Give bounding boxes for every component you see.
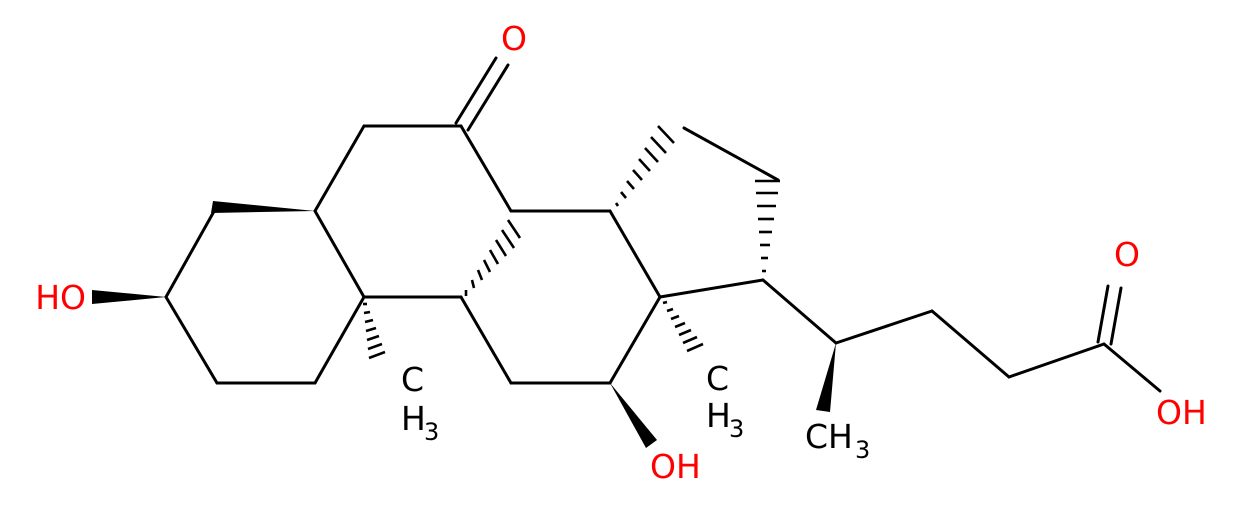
bond-c24-oh xyxy=(1102,342,1162,393)
skeleton-bonds xyxy=(164,56,1162,393)
bond-c13-c14 xyxy=(608,209,662,299)
bond-c3-c2 xyxy=(164,204,219,299)
hydroxyl-c12-label: OH xyxy=(650,447,701,486)
methyl-c19-h: H xyxy=(401,399,426,438)
carboxyl-hydroxyl-label: OH xyxy=(1156,393,1207,432)
methyl-c21-symbol: CH xyxy=(805,417,853,456)
bond-c20-c22 xyxy=(834,309,934,345)
methyl-c21-sub: 3 xyxy=(855,436,870,464)
methyl-c18-h: H xyxy=(706,396,731,435)
hash-c9-c8 xyxy=(464,219,522,296)
bond-c10-c1 xyxy=(313,209,366,299)
methyl-c21-label: CH 3 xyxy=(805,417,870,464)
hash-c10-c19 xyxy=(363,302,386,360)
hash-c14-c15 xyxy=(614,125,675,207)
bond-c13-c17 xyxy=(658,278,765,299)
bond-c7-c8 xyxy=(459,124,513,213)
wedge-c20-c21 xyxy=(816,343,836,412)
methyl-c18-sub: 3 xyxy=(729,415,744,443)
hash-c17-c16 xyxy=(755,179,780,273)
wedge-c5-c4 xyxy=(211,201,315,213)
bond-c17-c20 xyxy=(761,278,838,345)
methyl-c18-c: C xyxy=(706,359,729,398)
atom-labels: O HO OH O OH CH C H 3 CH C H 3 CH 3 xyxy=(35,19,1207,486)
bond-c5-c10 xyxy=(313,295,366,385)
hashed-bonds xyxy=(363,125,780,360)
hydroxyl-c3-label: HO xyxy=(35,278,86,317)
bond-c3-c4 xyxy=(164,295,219,385)
methyl-c19-c: C xyxy=(401,360,424,399)
wedge-c3-o xyxy=(92,290,166,304)
methyl-c19-label: CH C H 3 xyxy=(401,360,439,446)
bond-c7-o-1 xyxy=(454,56,498,125)
bond-c22-c23 xyxy=(930,309,1011,379)
bond-c7-o-2 xyxy=(466,63,510,132)
wedge-c12-o xyxy=(610,383,657,448)
bond-c23-c24 xyxy=(1007,342,1106,379)
methyl-c18-label: CH C H 3 xyxy=(706,359,744,443)
hash-c13-c18 xyxy=(662,300,704,353)
carboxyl-oxygen-label: O xyxy=(1114,235,1140,274)
bond-c16-c15 xyxy=(682,126,780,182)
bond-c9-c11 xyxy=(459,295,513,385)
bond-c24-o-1 xyxy=(1096,284,1110,344)
bond-c24-o-2 xyxy=(1109,286,1123,346)
wedge-bonds xyxy=(92,201,836,448)
methyl-c19-sub: 3 xyxy=(424,418,439,446)
bond-c12-c13 xyxy=(608,295,662,385)
ketone-oxygen-label: O xyxy=(501,19,527,58)
bond-c1-c6 xyxy=(313,124,366,213)
